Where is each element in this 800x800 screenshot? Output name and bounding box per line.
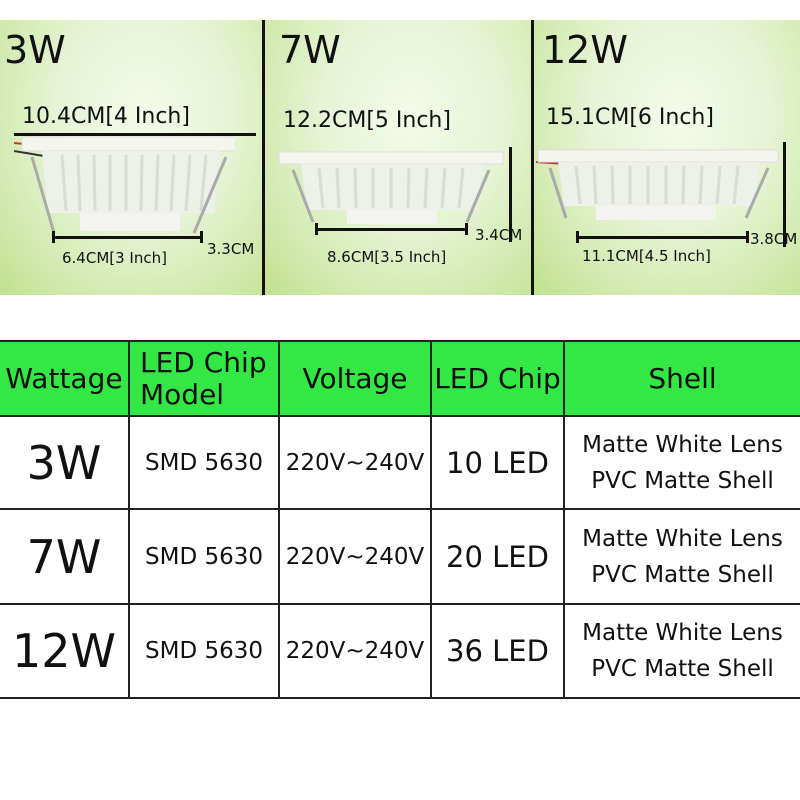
top-diameter-label: 15.1CM[6 Inch] xyxy=(546,105,714,130)
dim-tick xyxy=(465,223,468,235)
top-diameter-label: 10.4CM[4 Inch] xyxy=(22,104,190,129)
bottom-diameter-label: 11.1CM[4.5 Inch] xyxy=(582,247,711,265)
cell-chip-model: SMD 5630 xyxy=(128,508,280,605)
cell-voltage: 220V~240V xyxy=(278,508,432,605)
cell-led-chip: 36 LED xyxy=(430,603,565,699)
product-photo-strip: 3W 10.4CM[4 Inch] 6.4CM[3 Inch] 3.3CM xyxy=(0,20,800,295)
dim-tick xyxy=(576,231,579,243)
bottom-diameter-line xyxy=(576,236,748,239)
panel-7w: 7W 12.2CM[5 Inch] 8.6CM[3.5 Inch] 3.4CM xyxy=(265,20,531,295)
cell-wattage: 12W xyxy=(0,603,130,699)
panel-watt-label: 12W xyxy=(542,28,628,72)
cell-chip-model: SMD 5630 xyxy=(128,415,280,510)
panel-divider xyxy=(262,20,265,295)
bottom-diameter-line xyxy=(52,236,202,239)
header-shell: Shell xyxy=(563,340,800,417)
height-line xyxy=(509,147,512,242)
dim-tick xyxy=(200,231,203,243)
table-row: 3W SMD 5630 220V~240V 10 LED Matte White… xyxy=(0,415,800,510)
downlight-image xyxy=(278,151,504,224)
panel-3w: 3W 10.4CM[4 Inch] 6.4CM[3 Inch] 3.3CM xyxy=(0,20,262,295)
panel-divider xyxy=(531,20,534,295)
cell-voltage: 220V~240V xyxy=(278,415,432,510)
cell-voltage: 220V~240V xyxy=(278,603,432,699)
header-led-chip: LED Chip xyxy=(430,340,565,417)
shell-line-1: Matte White Lens xyxy=(582,620,783,646)
cell-led-chip: 10 LED xyxy=(430,415,565,510)
bottom-diameter-line xyxy=(315,228,467,231)
header-chip-model: LED Chip Model xyxy=(128,340,280,417)
bottom-diameter-label: 8.6CM[3.5 Inch] xyxy=(327,248,447,266)
cell-wattage: 7W xyxy=(0,508,130,605)
panel-watt-label: 7W xyxy=(279,28,341,72)
dim-tick xyxy=(52,231,55,243)
dim-tick xyxy=(746,231,749,243)
header-chip-model-line1: LED Chip xyxy=(140,345,267,379)
height-label: 3.8CM xyxy=(750,230,798,248)
cell-shell: Matte White Lens PVC Matte Shell xyxy=(563,415,800,510)
downlight-image xyxy=(536,149,779,220)
spec-table: Wattage LED Chip Model Voltage LED Chip … xyxy=(0,340,800,699)
cell-shell: Matte White Lens PVC Matte Shell xyxy=(563,603,800,699)
top-diameter-line xyxy=(14,133,256,136)
dim-tick xyxy=(315,223,318,235)
cell-led-chip: 20 LED xyxy=(430,508,565,605)
height-label: 3.3CM xyxy=(207,240,255,258)
table-row: 7W SMD 5630 220V~240V 20 LED Matte White… xyxy=(0,508,800,605)
bottom-diameter-label: 6.4CM[3 Inch] xyxy=(62,249,167,267)
shell-line-1: Matte White Lens xyxy=(582,525,783,552)
shell-line-2: PVC Matte Shell xyxy=(591,467,774,494)
shell-line-1: Matte White Lens xyxy=(582,431,783,458)
header-wattage: Wattage xyxy=(0,340,130,417)
header-voltage: Voltage xyxy=(278,340,432,417)
cell-chip-model: SMD 5630 xyxy=(128,603,280,699)
table-header-row: Wattage LED Chip Model Voltage LED Chip … xyxy=(0,340,800,417)
panel-watt-label: 3W xyxy=(4,28,66,72)
height-line xyxy=(783,142,786,247)
shell-line-2: PVC Matte Shell xyxy=(591,561,774,588)
cell-shell: Matte White Lens PVC Matte Shell xyxy=(563,508,800,605)
table-row: 12W SMD 5630 220V~240V 36 LED Matte Whit… xyxy=(0,603,800,699)
height-label: 3.4CM xyxy=(475,226,523,244)
top-diameter-label: 12.2CM[5 Inch] xyxy=(283,108,451,133)
header-chip-model-line2: Model xyxy=(140,377,225,411)
cell-wattage: 3W xyxy=(0,415,130,510)
panel-12w: 12W 15.1CM[6 Inch] 11.1CM[4.5 Inch] 3.8C… xyxy=(534,20,800,295)
shell-line-2: PVC Matte Shell xyxy=(591,656,774,682)
downlight-image xyxy=(14,136,234,234)
